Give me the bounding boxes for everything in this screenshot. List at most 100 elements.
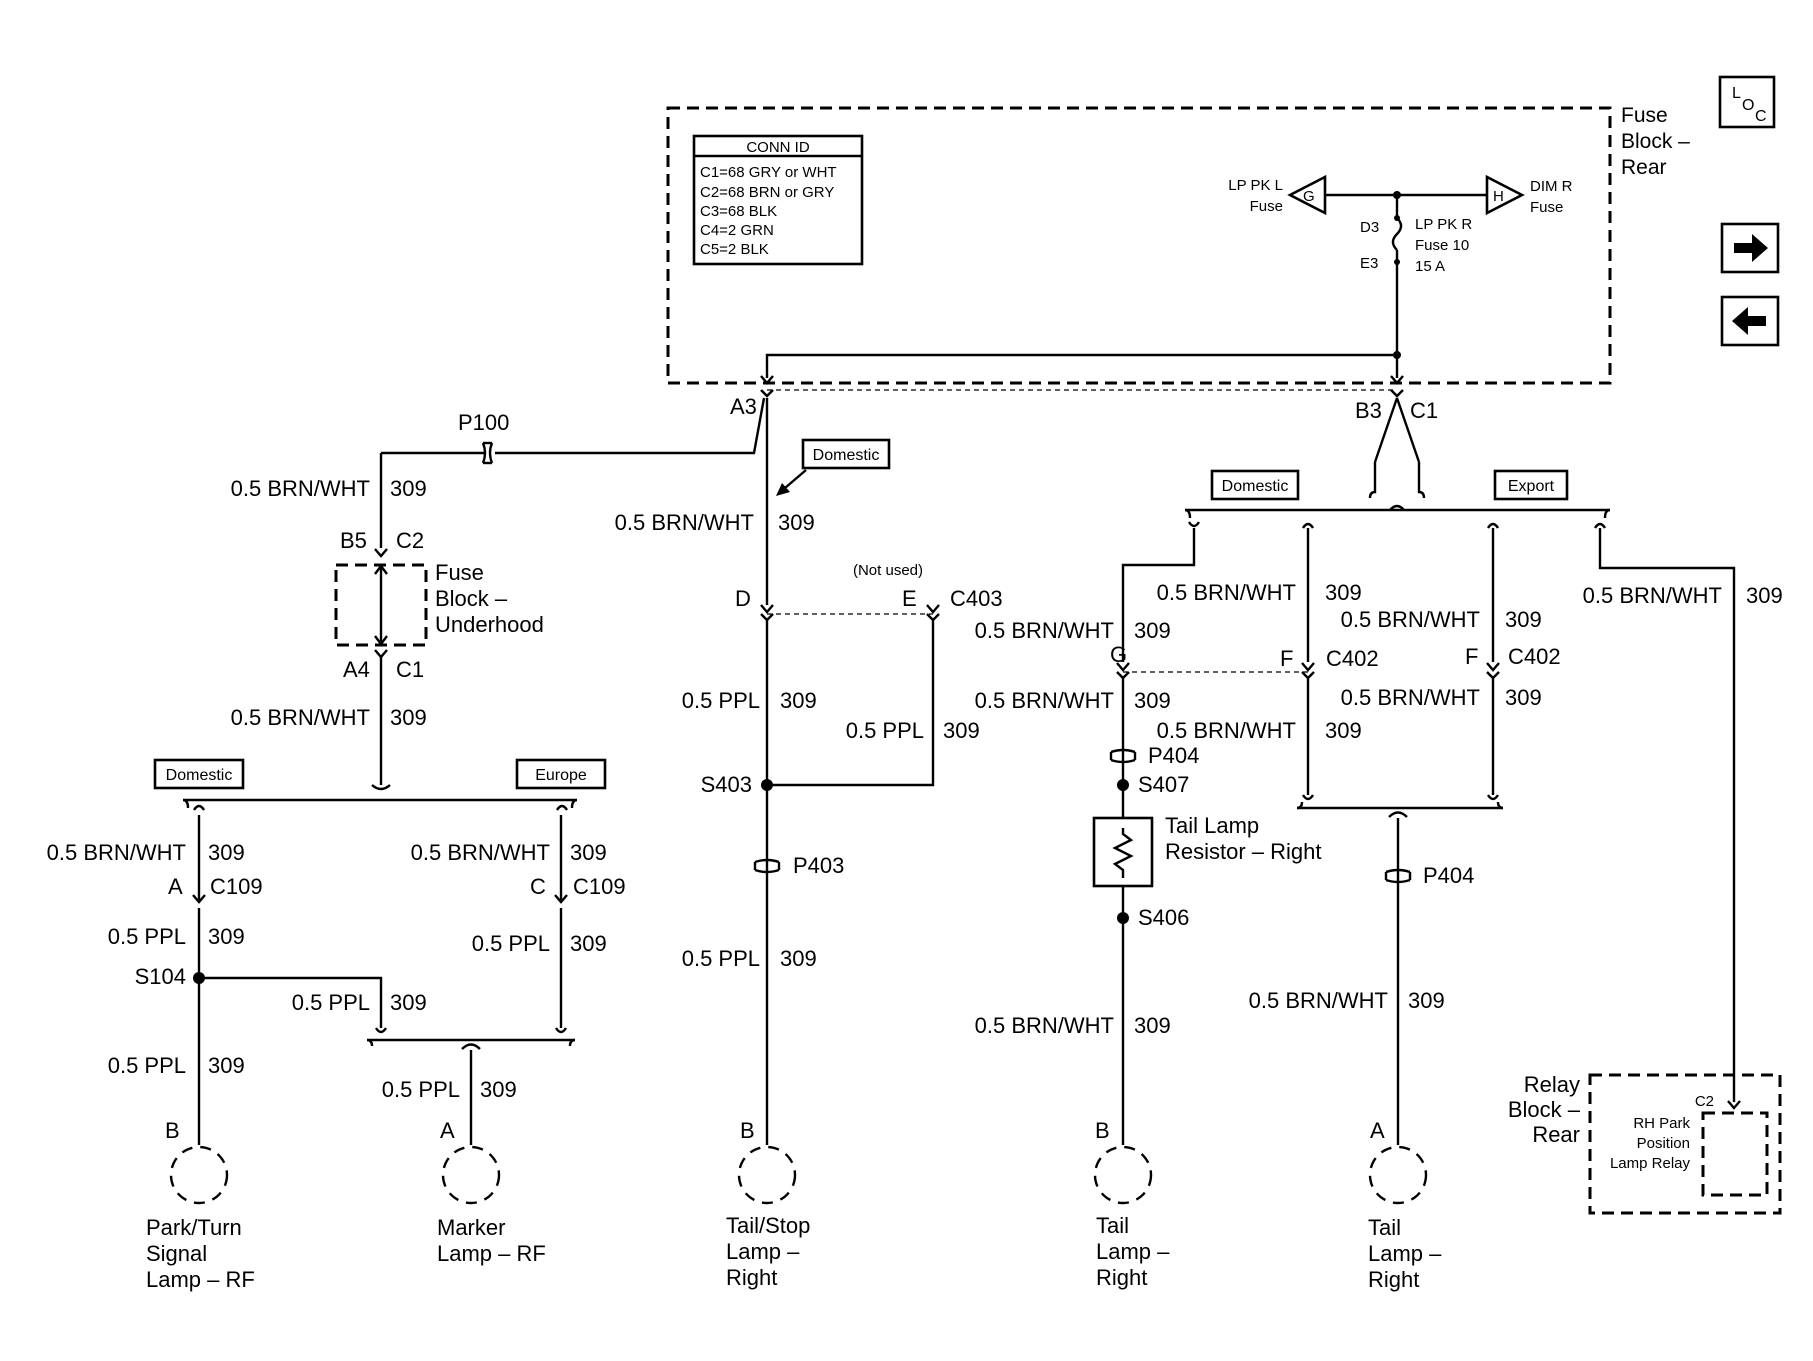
- pin-a-label: A: [168, 874, 183, 899]
- lp-pk-r-fuse-icon: [1391, 217, 1403, 251]
- pin-f-label: F: [1280, 646, 1293, 671]
- circuit-number-label: 309: [390, 705, 427, 730]
- wire-color-label: 0.5 BRN/WHT: [411, 840, 550, 865]
- wire-color-label: 0.5 PPL: [108, 1053, 186, 1078]
- relay-label-2: Position: [1637, 1135, 1690, 1152]
- location-button[interactable]: L O C: [1718, 75, 1776, 129]
- pin-e-label: E: [902, 586, 917, 611]
- circuit-number-label: 309: [1325, 718, 1362, 743]
- middle-branch: Domestic 0.5 BRN/WHT 309 (Not used) D E …: [615, 398, 1003, 1145]
- lamp-pin-label: B: [165, 1118, 180, 1143]
- lamp-label-3: Right: [726, 1265, 777, 1290]
- arrow-right-icon: [1734, 234, 1768, 262]
- circuit-number-label: 309: [390, 476, 427, 501]
- relay-block-label-3: Rear: [1532, 1122, 1580, 1147]
- export-option-tag: [1493, 469, 1569, 501]
- connector-c109-label: C109: [210, 874, 263, 899]
- p404-label: P404: [1148, 743, 1199, 768]
- connector-c2-label: C2: [396, 528, 424, 553]
- pin-b3-label: B3: [1355, 398, 1382, 423]
- fuse-block-rear-label-1: Fuse: [1621, 104, 1668, 127]
- conn-id-c2: C2=68 BRN or GRY: [700, 184, 834, 201]
- p100-inline-connector: [481, 441, 494, 465]
- s407-label: S407: [1138, 772, 1189, 797]
- loc-letter-c: C: [1755, 108, 1767, 125]
- back-button[interactable]: [1720, 295, 1780, 347]
- splice-s406: [1117, 912, 1129, 924]
- relay-label-1: RH Park: [1633, 1115, 1690, 1132]
- lamp-label-1: Tail: [1096, 1213, 1129, 1238]
- left-branch: P100 0.5 BRN/WHT 309 B5 C2 Fuse Block – …: [47, 397, 766, 1145]
- wire-color-label: 0.5 PPL: [108, 924, 186, 949]
- wire-color-label: 0.5 PPL: [846, 718, 924, 743]
- terminal-g-label: G: [1303, 188, 1315, 205]
- arrow-left-icon: [1732, 307, 1766, 335]
- wire-color-label: 0.5 PPL: [472, 931, 550, 956]
- forward-button[interactable]: [1720, 222, 1780, 274]
- loc-letter-l: L: [1732, 85, 1741, 102]
- fuse-block-underhood-label-3: Underhood: [435, 612, 544, 637]
- fuse-block-rear: Fuse Block – Rear: [666, 104, 1690, 385]
- domestic-tag-label: Domestic: [1222, 478, 1289, 495]
- wire-color-label: 0.5 BRN/WHT: [1249, 988, 1388, 1013]
- wire-color-label: 0.5 BRN/WHT: [231, 705, 370, 730]
- circuit-number-label: 309: [780, 688, 817, 713]
- circuit-number-label: 309: [1408, 988, 1445, 1013]
- lamp-icon: [737, 1145, 797, 1205]
- domestic-option-tag: [153, 758, 245, 790]
- connector-c402-label: C402: [1326, 646, 1379, 671]
- wire-color-label: 0.5 PPL: [682, 946, 760, 971]
- fuse-block-underhood-label-1: Fuse: [435, 560, 484, 585]
- circuit-number-label: 309: [208, 840, 245, 865]
- circuit-number-label: 309: [390, 990, 427, 1015]
- lamp-pin-label: B: [1095, 1118, 1110, 1143]
- conn-id-c5: C5=2 BLK: [700, 241, 769, 258]
- conn-id-table: CONN ID C1=68 GRY or WHT C2=68 BRN or GR…: [692, 134, 864, 266]
- resistor-label-1: Tail Lamp: [1165, 813, 1259, 838]
- resistor-icon: [1112, 828, 1134, 878]
- wire-color-label: 0.5 PPL: [382, 1077, 460, 1102]
- lamp-pin-label: B: [740, 1118, 755, 1143]
- wire-color-label: 0.5 BRN/WHT: [1157, 718, 1296, 743]
- pin-g-label: G: [1110, 642, 1127, 667]
- circuit-number-label: 309: [1505, 607, 1542, 632]
- terminal-h-label: H: [1493, 188, 1504, 205]
- right-branch: Domestic Export 0.5 BRN/WHT 0.5 BRN/WHT …: [975, 397, 1783, 1215]
- lamp-icon: [1368, 1145, 1428, 1205]
- s104-label: S104: [135, 964, 186, 989]
- circuit-number-label: 309: [570, 931, 607, 956]
- lamp-icon: [169, 1145, 229, 1205]
- lamp-label-3: Lamp – RF: [146, 1267, 255, 1292]
- wire-color-label: 0.5 BRN/WHT: [1341, 685, 1480, 710]
- resistor-label-2: Resistor – Right: [1165, 839, 1322, 864]
- fuse-block-rear-label-2: Block –: [1621, 130, 1690, 153]
- pin-a3-label: A3: [730, 394, 757, 419]
- connector-c109-label: C109: [573, 874, 626, 899]
- circuit-number-label: 309: [1134, 1013, 1171, 1038]
- splice-s407: [1117, 779, 1129, 791]
- lamp-label-1: Tail/Stop: [726, 1213, 810, 1238]
- domestic-tag-label: Domestic: [166, 767, 233, 784]
- dim-r-label: DIM R: [1530, 178, 1573, 195]
- circuit-number-label: 309: [780, 946, 817, 971]
- wire-color-label: 0.5 BRN/WHT: [615, 510, 754, 535]
- conn-id-c1: C1=68 GRY or WHT: [700, 164, 837, 181]
- d3-label: D3: [1360, 219, 1379, 236]
- circuit-number-label: 309: [570, 840, 607, 865]
- wire-color-label: 0.5 BRN/WHT: [1157, 580, 1296, 605]
- wire-color-label: 0.5 BRN/WHT: [975, 618, 1114, 643]
- loc-letter-o: O: [1742, 97, 1754, 114]
- p403-inline-connector: [753, 858, 781, 874]
- s406-label: S406: [1138, 905, 1189, 930]
- circuit-number-label: 309: [778, 510, 815, 535]
- fuse-block-underhood-label-2: Block –: [435, 586, 508, 611]
- circuit-number-label: 309: [480, 1077, 517, 1102]
- dim-r-fuse-terminal: [1485, 174, 1525, 216]
- wire-color-label: 0.5 BRN/WHT: [1583, 583, 1722, 608]
- circuit-number-label: 309: [1746, 583, 1783, 608]
- wire-color-label: 0.5 BRN/WHT: [975, 688, 1114, 713]
- fuse-block-rear-label-3: Rear: [1621, 156, 1667, 179]
- wire-color-label: 0.5 PPL: [682, 688, 760, 713]
- europe-option-tag: [515, 758, 607, 790]
